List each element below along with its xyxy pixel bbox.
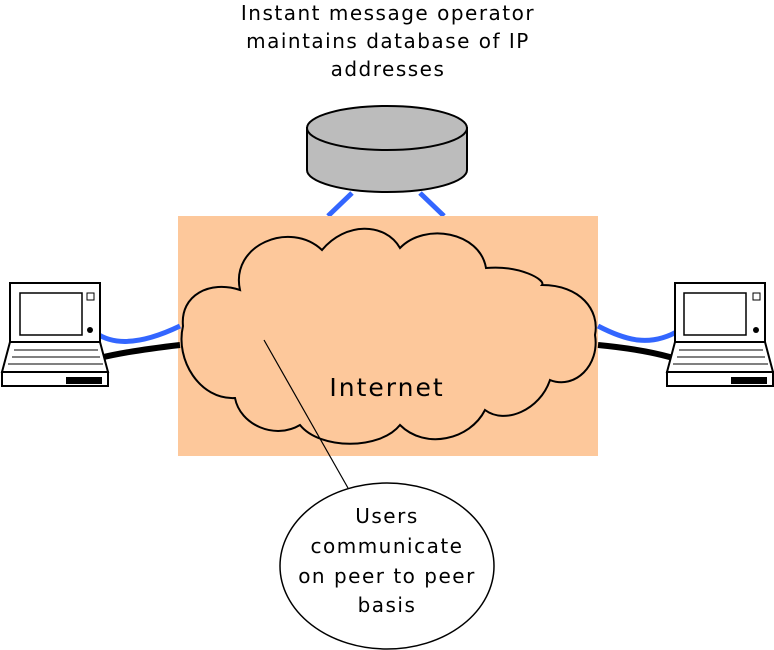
left-blue-link	[94, 323, 182, 344]
laptop-icon	[0, 282, 110, 387]
right-blue-link	[596, 323, 682, 343]
server-link-left	[326, 191, 354, 218]
callout-pointer	[263, 339, 349, 489]
callout-line-3: on peer to peer	[298, 564, 476, 588]
database-cylinder-icon	[306, 105, 468, 193]
server-label-line-3: addresses	[331, 57, 446, 81]
server-link-right	[418, 191, 446, 218]
internet-label: Internet	[329, 373, 444, 402]
laptop-icon	[665, 282, 774, 387]
cloud-icon	[180, 227, 597, 445]
callout-bubble	[279, 482, 495, 650]
server-label-line-2: maintains database of IP	[246, 29, 530, 53]
callout-line-4: basis	[358, 593, 417, 617]
callout-line-2: communicate	[310, 534, 463, 558]
server-label-line-1: Instant message operator	[241, 1, 535, 25]
callout-line-1: Users	[355, 504, 419, 528]
